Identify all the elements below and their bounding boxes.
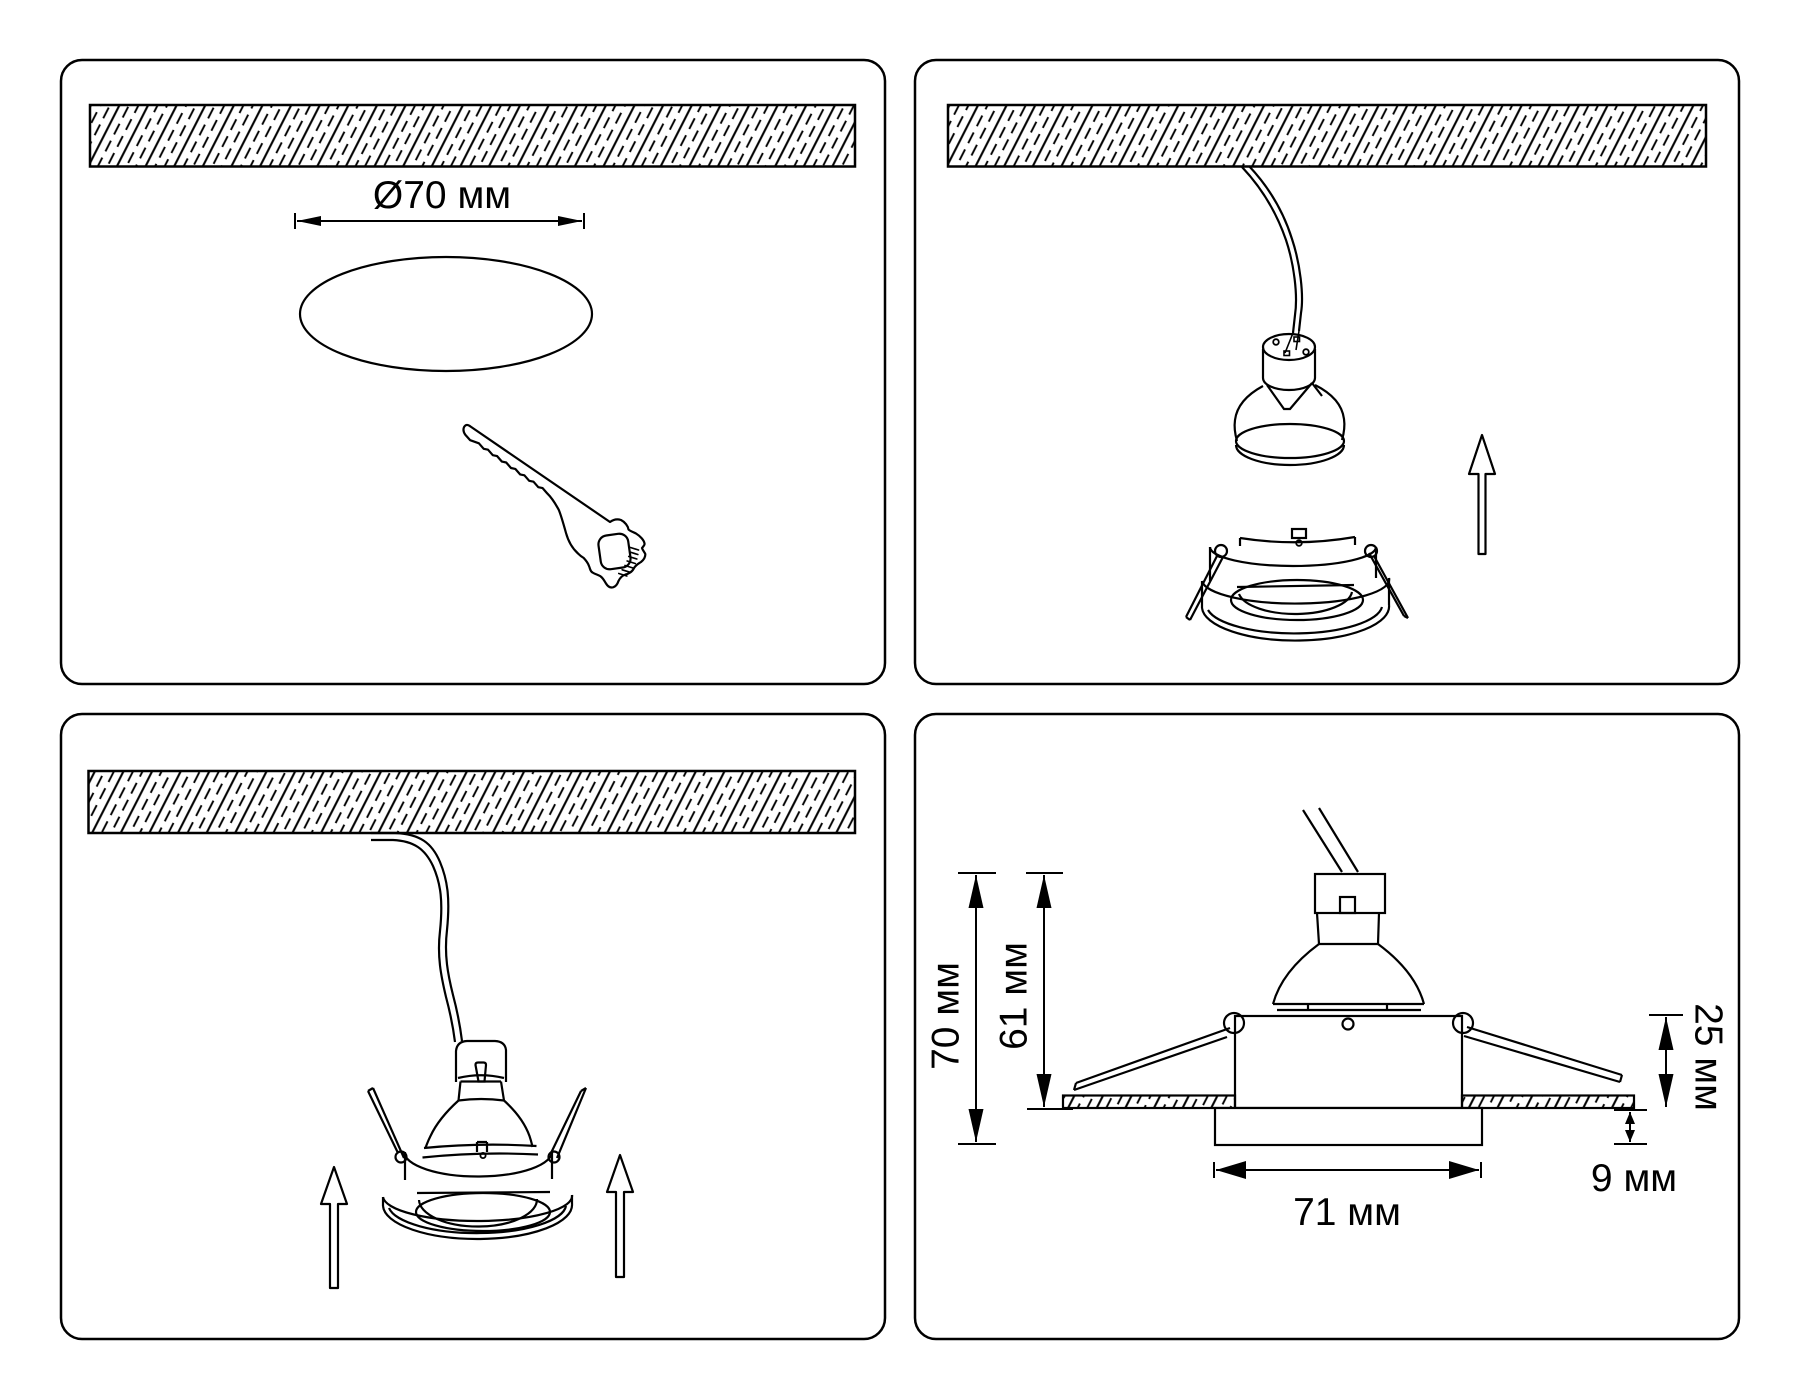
svg-text:Ø70 мм: Ø70 мм <box>373 174 511 217</box>
svg-text:61 мм: 61 мм <box>992 942 1035 1050</box>
svg-text:70 мм: 70 мм <box>924 962 967 1070</box>
svg-text:9 мм: 9 мм <box>1591 1157 1677 1200</box>
svg-text:71 мм: 71 мм <box>1293 1191 1401 1234</box>
svg-text:25 мм: 25 мм <box>1687 1003 1730 1111</box>
